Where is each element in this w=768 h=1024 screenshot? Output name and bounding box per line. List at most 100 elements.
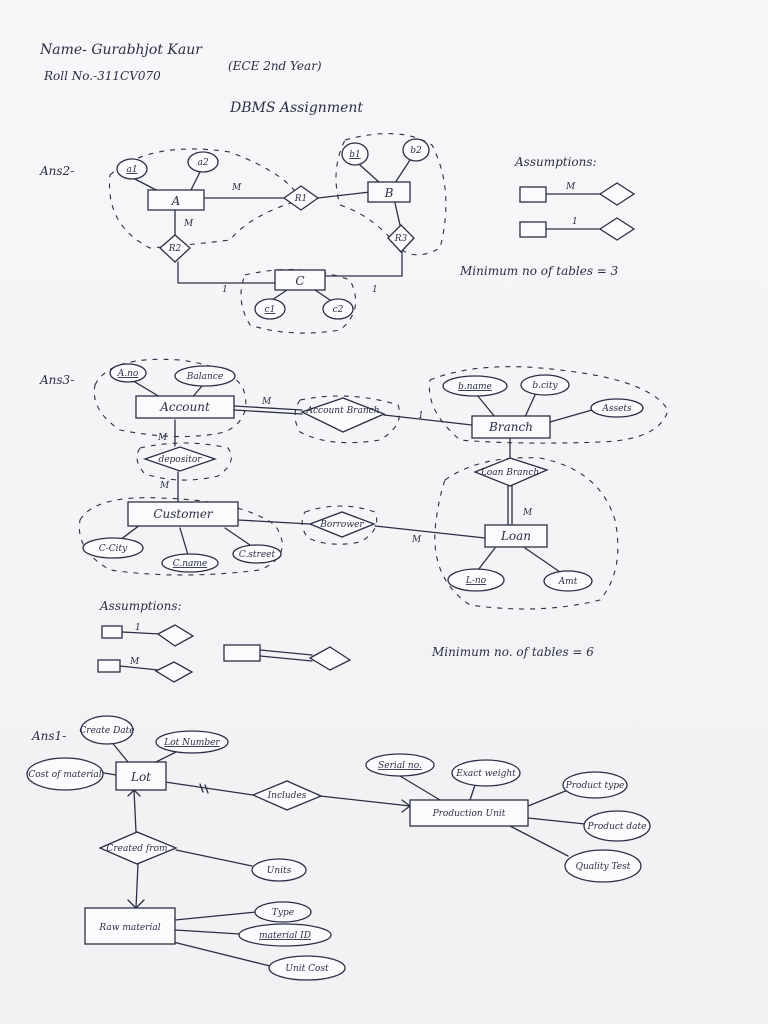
attr-material-id-label: material ID xyxy=(259,931,311,941)
line-r3-c xyxy=(324,251,403,277)
entity-customer xyxy=(127,501,239,527)
assume3-card-m: M xyxy=(129,657,140,667)
card-r2-c: 1 xyxy=(222,285,228,295)
entity-loan-label: Loan xyxy=(500,529,531,543)
assume3-line-1 xyxy=(121,631,161,635)
line-unit-producttype xyxy=(527,789,569,807)
attr-lot-number-label: Lot Number xyxy=(163,738,220,748)
rel-account-branch-label: Account Branch xyxy=(306,406,380,416)
attr-cname xyxy=(161,553,219,573)
rel-loan-branch xyxy=(473,457,549,487)
line-bcity-branch xyxy=(524,394,536,418)
line-serial-unit xyxy=(399,775,441,801)
rel-r3-label: R3 xyxy=(394,234,408,244)
attr-lno-label: L-no xyxy=(465,576,487,586)
entity-raw-material xyxy=(84,907,176,945)
line-c-c2 xyxy=(314,289,331,301)
line-loan-lno xyxy=(477,547,496,571)
attr-a2 xyxy=(187,151,219,173)
attr-type xyxy=(254,901,312,923)
line-customer-cname xyxy=(179,527,189,556)
entity-account xyxy=(135,395,235,419)
attr-balance-label: Balance xyxy=(186,372,223,382)
line-b-r3 xyxy=(394,202,401,226)
rel-r2 xyxy=(159,234,191,263)
line-lot-includes-tick-1 xyxy=(199,783,204,793)
line-r1-b xyxy=(317,191,371,199)
entity-lot xyxy=(115,761,167,791)
line-unit-quality xyxy=(509,825,569,857)
line-a2-a xyxy=(189,171,201,193)
attr-ano xyxy=(109,363,147,383)
attr-c2 xyxy=(322,298,354,320)
attr-unit-cost-label: Unit Cost xyxy=(285,964,329,974)
entity-customer-label: Customer xyxy=(153,507,214,521)
card-account-branch: M xyxy=(261,397,272,407)
attr-b2 xyxy=(402,138,430,162)
line-includes-unit xyxy=(319,795,411,807)
attr-c1 xyxy=(254,298,286,320)
attr-exact-weight-label: Exact weight xyxy=(455,769,516,779)
line-createdfrom-raw xyxy=(135,863,139,909)
assume3-entity-1 xyxy=(101,625,123,639)
line-raw-unitcost xyxy=(164,939,271,967)
assume3-entity-2 xyxy=(97,659,121,673)
line-unit-crow-2 xyxy=(401,805,411,813)
line-borrower-loan xyxy=(374,525,486,539)
card-a-r2: M xyxy=(183,219,194,229)
line-rel-branch xyxy=(383,414,473,426)
attr-amt xyxy=(543,570,593,592)
attr-quality-test-label: Quality Test xyxy=(576,862,631,872)
attr-b1-label: b1 xyxy=(349,150,361,160)
card-borrower-loan: M xyxy=(411,535,422,545)
rel-r2-label: R2 xyxy=(168,244,182,254)
attr-quality-test xyxy=(564,849,642,883)
attr-product-date xyxy=(583,810,651,842)
ans2-assumptions-label: Assumptions: xyxy=(514,155,597,169)
entity-a-label: A xyxy=(171,194,181,208)
ans3-group-customer xyxy=(78,497,283,576)
attr-cname-label: C.name xyxy=(173,559,207,569)
line-unit-crow-1 xyxy=(401,799,411,807)
line-raw-materialid xyxy=(174,929,241,935)
line-lot-crow-2 xyxy=(133,789,141,797)
rel-depositor xyxy=(142,446,218,472)
entity-production-unit xyxy=(409,799,529,827)
assume3-line-3a xyxy=(259,649,313,656)
attr-assets xyxy=(590,398,644,418)
card-account-depositor: M xyxy=(157,433,168,443)
roll-number: Roll No.-311CV070 xyxy=(43,69,161,83)
attr-c1-label: c1 xyxy=(265,305,276,315)
attr-amt-label: Amt xyxy=(558,577,578,587)
assume-rel-1 xyxy=(598,182,636,206)
attr-units-label: Units xyxy=(267,866,292,876)
attr-a1-label: a1 xyxy=(126,165,137,175)
card-loanbranch-loan: M xyxy=(522,508,533,518)
attr-a2-label: a2 xyxy=(197,158,208,168)
line-customer-ccity xyxy=(119,524,141,541)
attr-bname-label: b.name xyxy=(458,382,492,392)
attr-assets-label: Assets xyxy=(601,404,632,414)
attr-a1 xyxy=(116,158,148,180)
line-account-rel-2 xyxy=(233,409,303,415)
rel-includes-label: Includes xyxy=(267,791,307,801)
line-weight-unit xyxy=(469,784,476,801)
card-r3-c: 1 xyxy=(372,285,378,295)
attr-bcity-label: b.city xyxy=(532,381,558,391)
entity-a xyxy=(147,189,205,211)
entity-c xyxy=(274,269,326,291)
attr-cstreet-label: C.street xyxy=(239,550,276,560)
ans3-group-depositor xyxy=(136,442,232,481)
line-r2-c xyxy=(177,261,276,284)
line-raw-type xyxy=(174,911,257,921)
rel-account-branch xyxy=(300,397,386,433)
attr-create-date xyxy=(80,715,134,745)
ans3-assumptions-label: Assumptions: xyxy=(99,599,182,613)
line-unit-productdate xyxy=(527,817,586,825)
line-lot-crow-1 xyxy=(127,789,135,797)
ans3-group-account xyxy=(93,358,247,438)
assume3-card-1: 1 xyxy=(135,623,141,633)
rel-borrower-label: Borrower xyxy=(319,520,364,530)
assignment-title: DBMS Assignment xyxy=(229,100,363,116)
